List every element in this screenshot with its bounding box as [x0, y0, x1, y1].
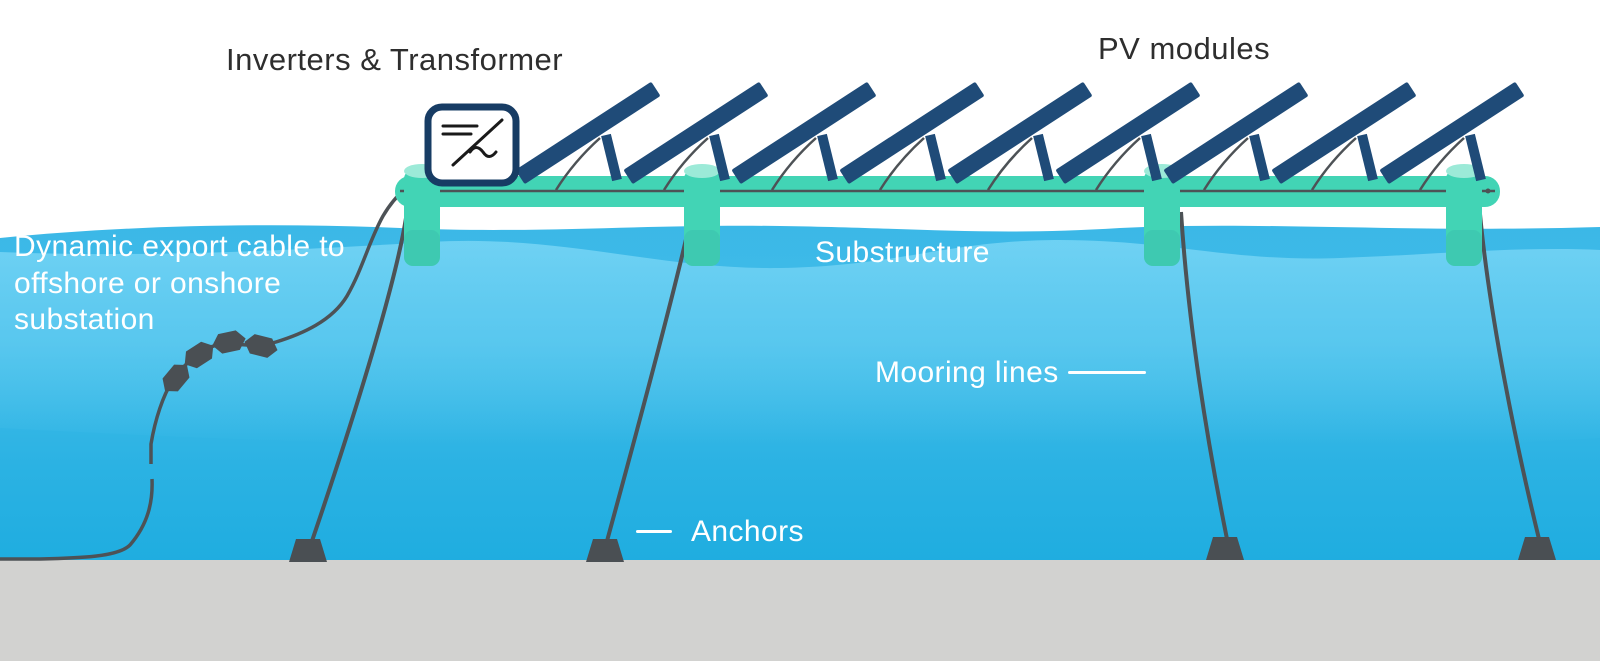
pv-modules-label: PV modules: [1098, 31, 1271, 66]
mooring-line-2: [605, 234, 689, 542]
substructure-label: Substructure: [815, 236, 990, 269]
beam-cable-end: [1485, 188, 1491, 194]
water-light-band: [0, 240, 1600, 455]
anchors-leader-line: [636, 530, 672, 533]
inverter-transformer-icon: [424, 103, 520, 187]
anchor-3: [1206, 537, 1244, 560]
mooring-line-4: [1478, 213, 1541, 540]
pv-module-array: [515, 82, 1524, 190]
mooring-lines: [310, 211, 1541, 542]
anchors: [289, 537, 1556, 562]
mooring-line-1: [310, 217, 408, 542]
anchor-1: [289, 539, 327, 562]
inverters-transformer-label: Inverters & Transformer: [226, 42, 564, 77]
anchors-label: Anchors: [691, 515, 804, 548]
float-columns: [404, 170, 1482, 266]
anchor-2: [586, 539, 624, 562]
mooring-lines-leader-line: [1068, 371, 1146, 374]
seabed: [0, 560, 1600, 661]
mooring-line-3: [1179, 211, 1229, 540]
mooring-lines-label: Mooring lines: [875, 356, 1059, 389]
anchor-4: [1518, 537, 1556, 560]
export-cable-label: Dynamic export cable to offshore or onsh…: [14, 230, 346, 337]
